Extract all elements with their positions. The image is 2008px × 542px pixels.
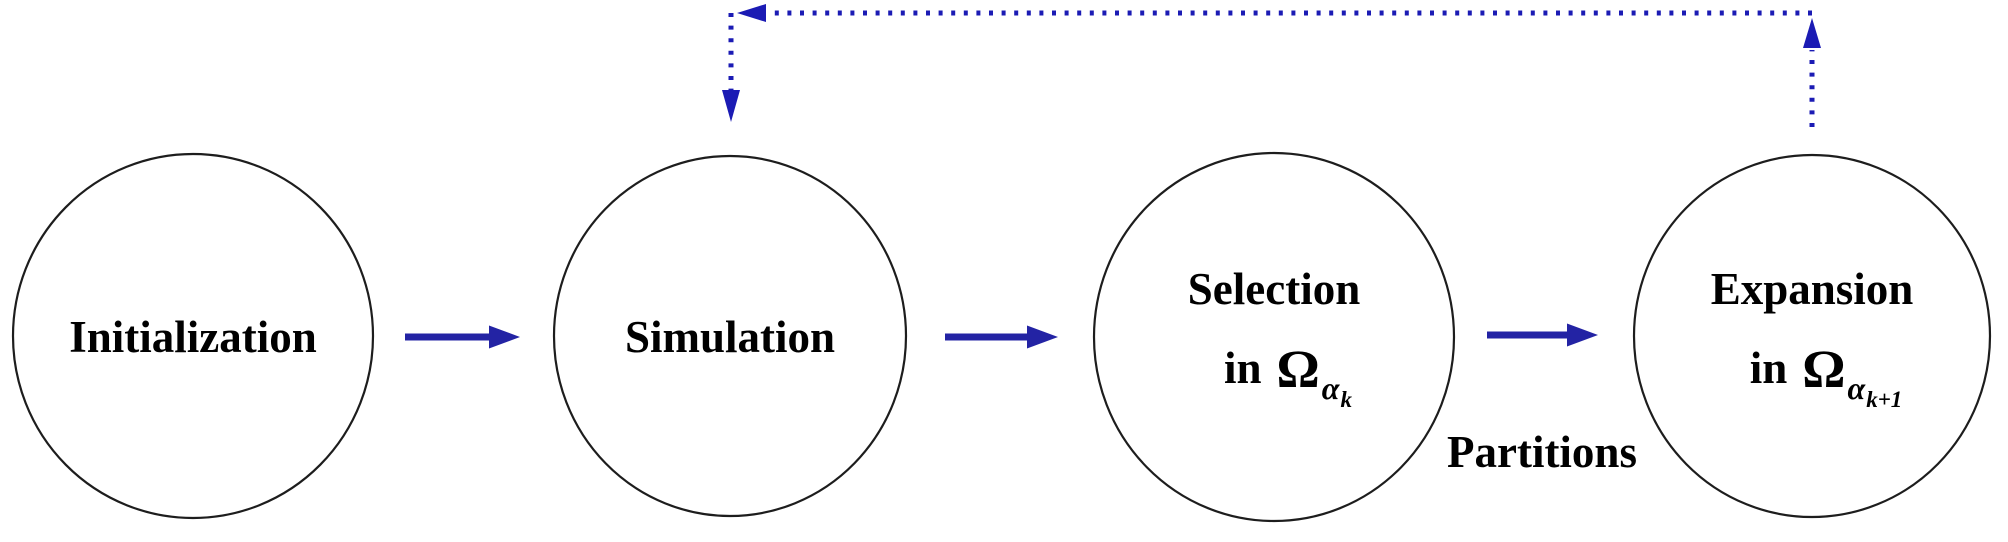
selection-label-line1: Selection — [1187, 264, 1361, 314]
arrow-sim-to-selection-head — [1027, 325, 1058, 349]
feedback-arrow-down-segment — [722, 13, 740, 122]
expansion-label: Expansion in Ωαk+1 — [1634, 264, 1990, 430]
k-subscript: k — [1340, 387, 1352, 412]
alpha-subscript: α — [1847, 370, 1866, 406]
arrow-selection-to-expansion — [1487, 323, 1598, 347]
selection-label: Selection in Ωαk — [1094, 264, 1454, 430]
arrow-init-to-sim-head — [489, 325, 520, 349]
initialization-label: Initialization — [69, 312, 317, 362]
expansion-label-line1: Expansion — [1710, 264, 1914, 314]
feedback-up-arrowhead — [1803, 18, 1821, 48]
omega-symbol: Ω — [1276, 339, 1320, 399]
simulation-label: Simulation — [624, 312, 836, 362]
expansion-label-line2: in Ωαk+1 — [1648, 338, 2004, 430]
feedback-arrow-horizontal-segment — [737, 4, 1812, 22]
partitions-label: Partitions — [1447, 427, 1637, 477]
initialization-circle — [11, 152, 375, 520]
feedback-arrow-up-segment — [1803, 18, 1821, 127]
arrow-sim-to-selection — [945, 325, 1058, 349]
arrow-selection-to-expansion-head — [1567, 323, 1598, 347]
simulation-circle — [552, 154, 908, 518]
selection-circle — [1092, 151, 1456, 523]
selection-in-text: in — [1224, 343, 1262, 393]
feedback-left-arrowhead — [737, 4, 766, 22]
alpha-subscript: α — [1321, 370, 1340, 406]
arrow-init-to-sim — [405, 325, 520, 349]
feedback-down-arrowhead — [722, 90, 740, 122]
k-plus-1-subscript: k+1 — [1866, 387, 1903, 412]
selection-label-line2: in Ωαk — [1108, 338, 1468, 430]
expansion-circle — [1632, 153, 1992, 519]
omega-symbol: Ω — [1802, 339, 1846, 399]
expansion-in-text: in — [1749, 343, 1788, 393]
